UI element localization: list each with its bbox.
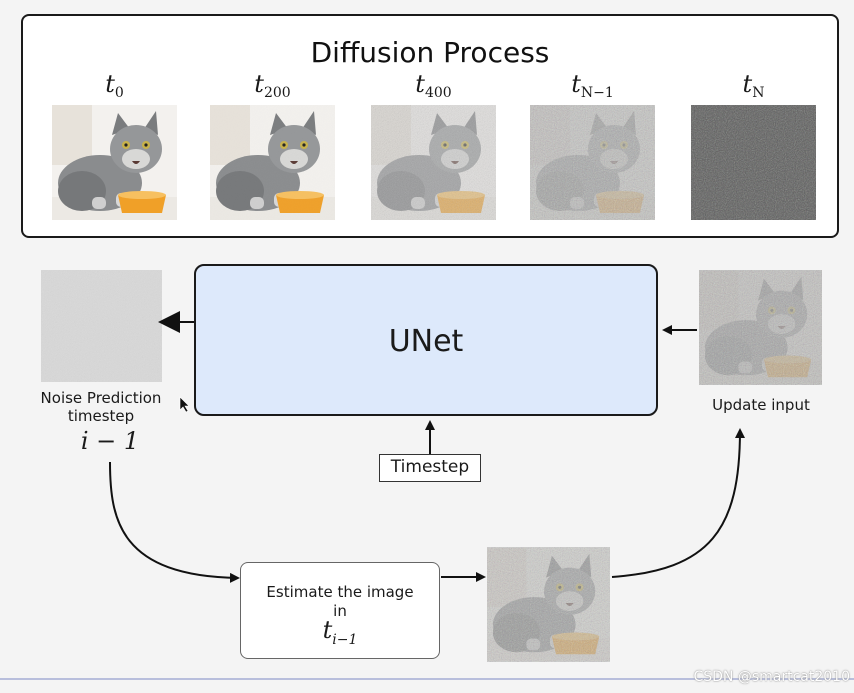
- footer-divider: [0, 678, 854, 680]
- estimate-line2: in: [333, 602, 347, 620]
- step-label-t400: t400: [415, 70, 452, 101]
- arrow-image-to-input: [611, 428, 745, 578]
- arrow-noise-to-estimate: [109, 461, 240, 583]
- step-label-t0: t0: [105, 70, 124, 101]
- estimate-image-box: Estimate the image in ti−1: [240, 562, 440, 659]
- step-label-tn: tN: [742, 70, 765, 101]
- mouse-cursor-icon: [179, 396, 190, 413]
- noise-prediction-index: i − 1: [80, 427, 140, 455]
- update-input-image: [699, 270, 822, 385]
- unet-block: UNet: [194, 264, 658, 416]
- timestep-box: Timestep: [379, 454, 481, 482]
- step-label-tn-1: tN−1: [571, 70, 614, 101]
- estimate-math: ti−1: [322, 616, 358, 648]
- cat-image-t400: [371, 105, 496, 220]
- noise-prediction-caption: Noise Prediction timestep: [40, 389, 162, 425]
- estimated-image: [487, 547, 610, 662]
- cat-image-tn-1: [530, 105, 655, 220]
- estimate-line1: Estimate the image: [266, 583, 414, 601]
- noise-prediction-image: [41, 270, 162, 382]
- unet-label: UNet: [388, 324, 464, 359]
- diffusion-process-title: Diffusion Process: [310, 36, 550, 69]
- cat-image-t200: [210, 105, 335, 220]
- step-label-t200: t200: [254, 70, 291, 101]
- update-input-label: Update input: [712, 396, 810, 414]
- noise-image-tn: [691, 105, 816, 220]
- watermark: CSDN @smartcat2010: [693, 669, 850, 685]
